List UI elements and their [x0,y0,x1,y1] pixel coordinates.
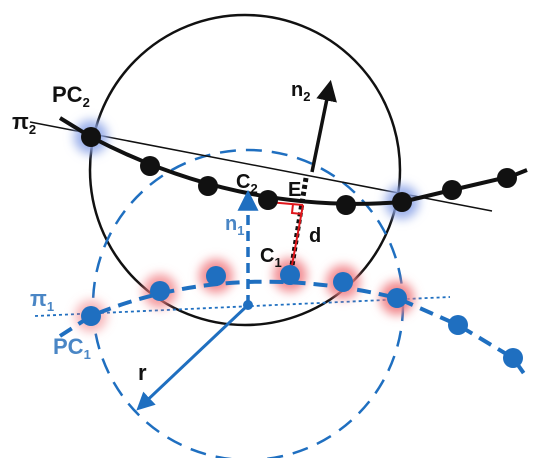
point-pc1-5 [333,272,353,292]
label-c2: C2 [236,171,258,196]
point-pc1-7 [448,315,468,335]
sphere-black [88,13,402,327]
right-angle-marker [290,203,303,215]
label-e: E [288,179,301,201]
center-c1-dot [243,300,253,310]
label-pi2: π2 [12,109,36,137]
point-pc1-6 [387,288,407,308]
pc1-points [81,265,523,368]
label-n1: n1 [225,213,244,238]
point-pc2-7 [442,180,462,200]
point-pc2-2 [140,156,160,176]
label-pc1: PC1 [53,334,91,362]
red-line-c1-e [289,204,304,277]
label-c1: C1 [260,245,282,270]
label-d: d [309,225,321,247]
point-pc1-c1 [280,265,300,285]
label-r: r [138,360,147,385]
radius-r-arrow [136,303,250,411]
point-pc2-8 [497,168,517,188]
point-pc2-3 [198,176,218,196]
label-pc2: PC2 [52,82,90,110]
point-pc2-c2 [258,190,278,210]
point-pc2-5 [336,195,356,215]
normal-n2-arrow [310,79,337,173]
pointcloud-pc1-curve [58,279,527,377]
label-n2: n2 [291,79,310,104]
label-pi1: π1 [30,286,54,314]
point-pc1-1 [81,306,101,326]
point-pc2-6 [392,192,412,212]
point-pc1-8 [503,348,523,368]
pc2-points [81,127,517,215]
point-pc2-1 [81,127,101,147]
point-pc1-2 [150,281,170,301]
point-pc1-3 [206,266,226,286]
